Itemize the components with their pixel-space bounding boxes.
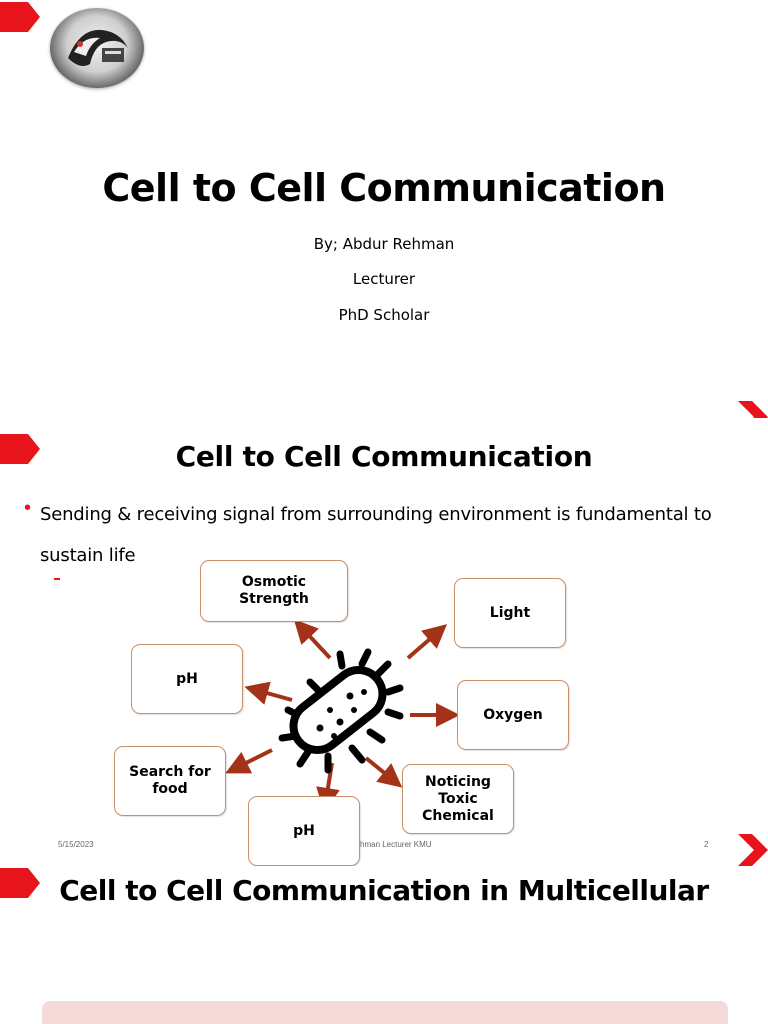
red-dash xyxy=(54,578,60,580)
arrow-food xyxy=(225,748,273,774)
footer-date: 5/15/2023 xyxy=(58,840,94,849)
arrow-ph-top xyxy=(244,681,293,705)
box-light: Light xyxy=(454,578,566,648)
red-flag-icon xyxy=(0,2,40,32)
red-flag-icon xyxy=(0,434,40,464)
box-search-for-food: Search for food xyxy=(114,746,226,816)
arrow-light xyxy=(406,624,448,660)
bullet-icon: • xyxy=(24,497,32,519)
role-line: Lecturer xyxy=(352,270,416,288)
box-ph-bottom: pH xyxy=(248,796,360,866)
bullet-text: Sending & receiving signal from surround… xyxy=(40,504,712,566)
next-slide-chevron-icon xyxy=(738,834,768,866)
content-slide: Cell to Cell Communication • Sending & r… xyxy=(0,418,768,866)
degree-line: PhD Scholar xyxy=(338,306,430,324)
multicellular-slide: Cell to Cell Communication in Multicellu… xyxy=(0,866,768,1024)
author-line: By; Abdur Rehman xyxy=(313,235,455,253)
box-osmotic-strength: Osmotic Strength xyxy=(200,560,348,622)
box-toxic-chemical: Noticing Toxic Chemical xyxy=(402,764,514,834)
title-slide: Cell to Cell Communication By; Abdur Reh… xyxy=(0,0,768,418)
arrow-osmotic xyxy=(293,619,332,660)
red-flag-icon xyxy=(0,868,40,898)
footer-page-number: 2 xyxy=(704,840,709,849)
content-box xyxy=(42,1001,728,1024)
bacterium-icon xyxy=(278,648,404,774)
box-oxygen: Oxygen xyxy=(457,680,569,750)
footer-center: hman Lecturer KMU xyxy=(360,840,432,849)
box-ph-top: pH xyxy=(131,644,243,714)
presentation-title: Cell to Cell Communication xyxy=(102,166,666,210)
university-logo xyxy=(50,8,144,88)
slide-title: Cell to Cell Communication xyxy=(175,440,593,473)
slide-title: Cell to Cell Communication in Multicellu… xyxy=(59,874,709,907)
arrow-toxic xyxy=(364,756,403,788)
